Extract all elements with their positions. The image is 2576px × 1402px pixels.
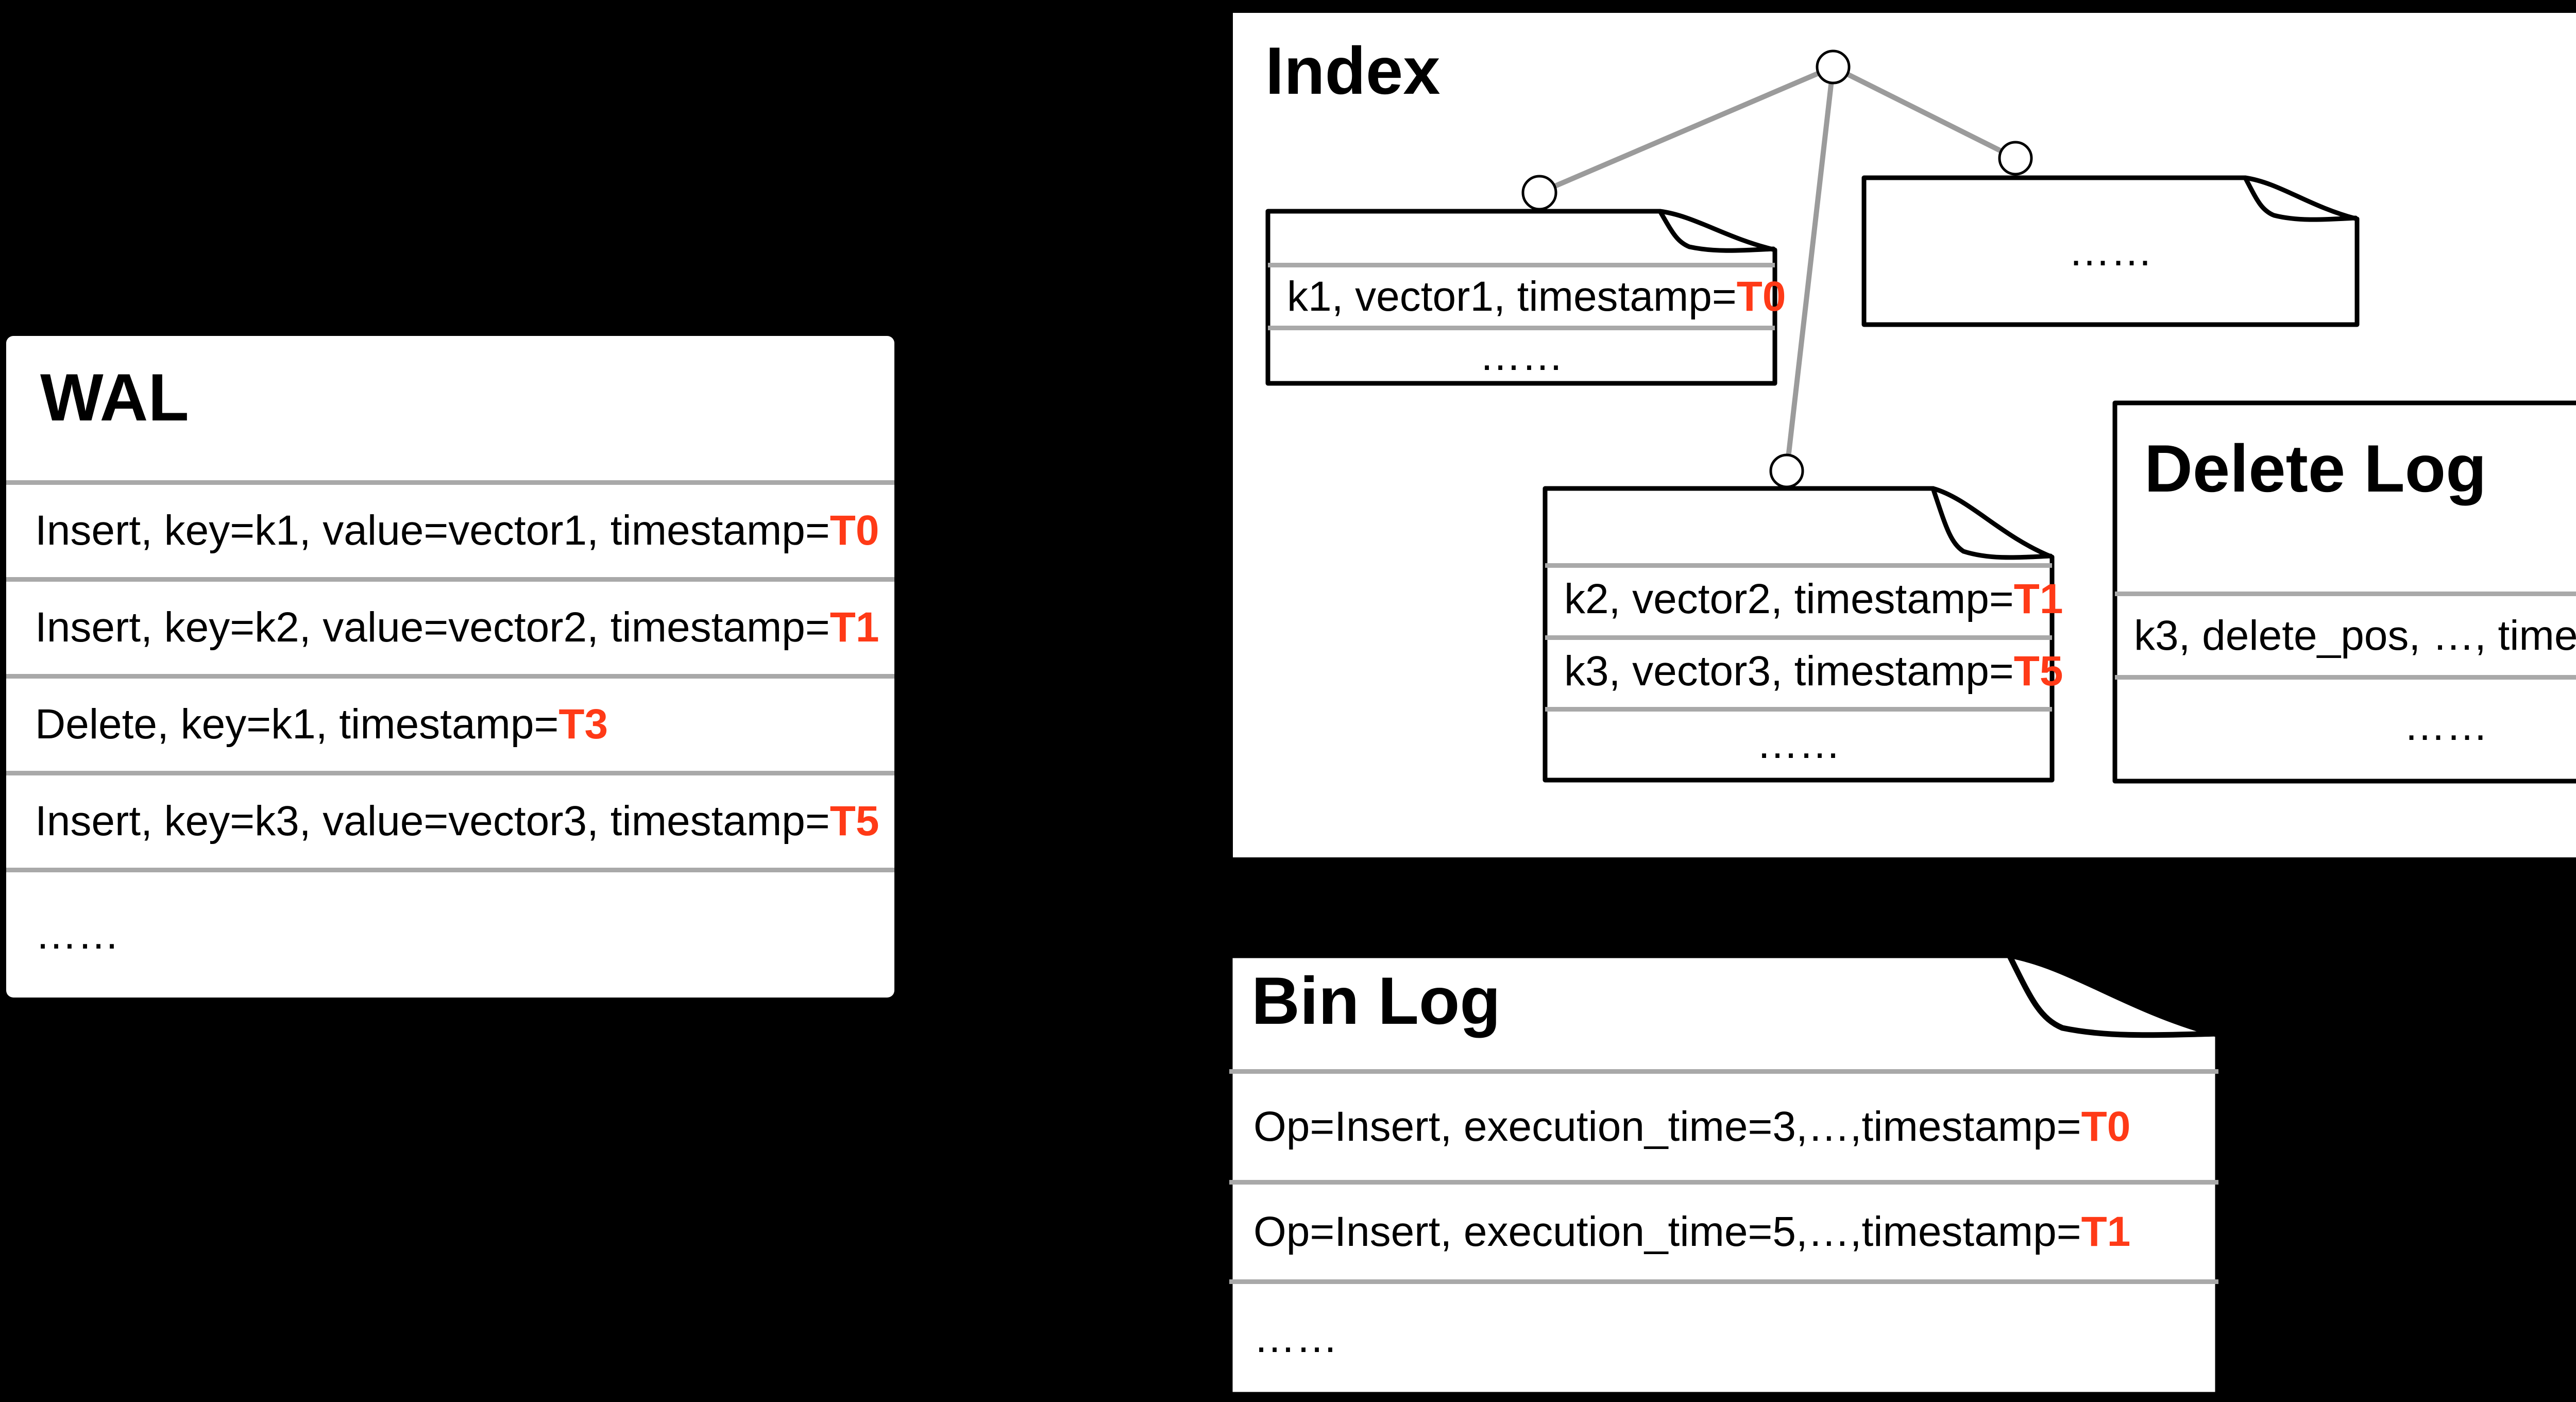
delete-log-more-row: …… — [2112, 680, 2576, 772]
segment-row: k2, vector2, timestamp=T1 — [1543, 568, 2063, 631]
bin-log-row-label: Op=Insert, execution_time=5,…,timestamp= — [1253, 1208, 2081, 1255]
divider — [6, 480, 894, 485]
divider — [1545, 707, 2052, 712]
timestamp-value: T3 — [558, 701, 608, 748]
bin-log-row: Op=Insert, execution_time=5,…,timestamp=… — [1227, 1185, 2221, 1279]
bin-log-row-label: Op=Insert, execution_time=3,…,timestamp= — [1253, 1103, 2081, 1150]
timestamp-value: T5 — [2013, 647, 2063, 695]
delete-log-title: Delete Log — [2144, 431, 2487, 506]
index-segment-file-2: k2, vector2, timestamp=T1 k3, vector3, t… — [1543, 486, 2063, 783]
wal-row: Delete, key=k1, timestamp=T3 — [6, 678, 894, 771]
folded-page-icon — [1861, 175, 2360, 327]
fold-crease — [1930, 486, 2053, 560]
index-title: Index — [1265, 33, 1440, 108]
fold-crease — [1657, 209, 1776, 253]
tree-node — [1769, 453, 1804, 488]
wal-row: Insert, key=k1, value=vector1, timestamp… — [6, 484, 894, 577]
wal-table: WAL Insert, key=k1, value=vector1, times… — [6, 336, 894, 998]
divider — [6, 868, 894, 872]
divider — [1229, 1180, 2218, 1185]
segment-more-row: …… — [1265, 330, 1777, 382]
index-segment-file-1: k1, vector1, timestamp=T0 …… — [1265, 209, 1786, 386]
ellipsis-text: …… — [2403, 702, 2488, 749]
divider — [6, 577, 894, 582]
index-panel: Index k1, vector1, timestamp=T0 …… …… — [1233, 13, 2576, 857]
bin-log-more-row: …… — [1227, 1284, 2221, 1392]
index-segment-file-more: …… — [1861, 175, 2360, 327]
timestamp-value: T0 — [2081, 1103, 2131, 1150]
timestamp-value: T1 — [829, 604, 879, 651]
tree-node — [1998, 141, 2033, 176]
divider — [2115, 592, 2576, 596]
ellipsis-text: …… — [35, 911, 120, 958]
segment-row-label: k2, vector2, timestamp= — [1564, 576, 2014, 622]
segment-row-label: k1, vector1, timestamp= — [1287, 273, 1737, 320]
tree-edge — [1832, 64, 2017, 161]
timestamp-value: T0 — [1736, 273, 1786, 320]
wal-row-label: Insert, key=k2, value=vector2, timestamp… — [35, 604, 830, 651]
fold-crease — [2243, 175, 2358, 222]
divider — [1229, 1279, 2218, 1284]
folded-page-icon — [1227, 952, 2221, 1398]
timestamp-value: T1 — [2081, 1208, 2131, 1255]
ellipsis-text: …… — [1756, 720, 1841, 767]
divider — [6, 674, 894, 679]
timestamp-value: T1 — [2013, 576, 2063, 622]
segment-row: k3, vector3, timestamp=T5 — [1543, 640, 2063, 702]
ellipsis-text: …… — [1479, 332, 1564, 379]
wal-row-label: Insert, key=k3, value=vector3, timestamp… — [35, 798, 830, 844]
ellipsis-text: …… — [2068, 227, 2153, 275]
segment-more-row: …… — [1861, 175, 2360, 327]
divider — [2115, 675, 2576, 680]
folded-page-icon — [1265, 209, 1777, 386]
bin-log-title: Bin Log — [1251, 963, 1501, 1038]
wal-more-row: …… — [6, 872, 894, 998]
divider — [1545, 635, 2052, 640]
bin-log-row: Op=Insert, execution_time=3,…,timestamp=… — [1227, 1074, 2221, 1180]
bin-log-file: Bin Log Op=Insert, execution_time=3,…,ti… — [1227, 952, 2221, 1398]
divider — [1268, 263, 1775, 267]
wal-title: WAL — [40, 360, 189, 435]
segment-more-row: …… — [1543, 712, 2055, 776]
segment-row: k1, vector1, timestamp=T0 — [1265, 267, 1786, 326]
delete-log-row: k3, delete_pos, …, timestamp=T3 — [2112, 596, 2576, 675]
wal-row-label: Insert, key=k1, value=vector1, timestamp… — [35, 507, 830, 554]
wal-row: Insert, key=k2, value=vector2, timestamp… — [6, 581, 894, 674]
divider — [6, 771, 894, 775]
divider — [1229, 1069, 2218, 1074]
tree-node — [1521, 175, 1557, 211]
wal-row-label: Delete, key=k1, timestamp= — [35, 701, 559, 748]
wal-row: Insert, key=k3, value=vector3, timestamp… — [6, 775, 894, 868]
delete-log-file: Delete Log k3, delete_pos, …, timestamp=… — [2112, 400, 2576, 784]
divider — [1545, 563, 2052, 568]
divider — [1268, 326, 1775, 330]
ellipsis-text: …… — [1253, 1314, 1338, 1361]
tree-edge — [1784, 66, 1836, 471]
tree-root-node — [1816, 49, 1851, 85]
segment-row-label: k3, vector3, timestamp= — [1564, 647, 2014, 695]
timestamp-value: T5 — [829, 798, 879, 844]
fold-crease — [2006, 952, 2219, 1038]
tree-edge — [1538, 64, 1834, 195]
delete-log-row-label: k3, delete_pos, …, timestamp= — [2134, 612, 2576, 659]
timestamp-value: T0 — [829, 507, 879, 554]
